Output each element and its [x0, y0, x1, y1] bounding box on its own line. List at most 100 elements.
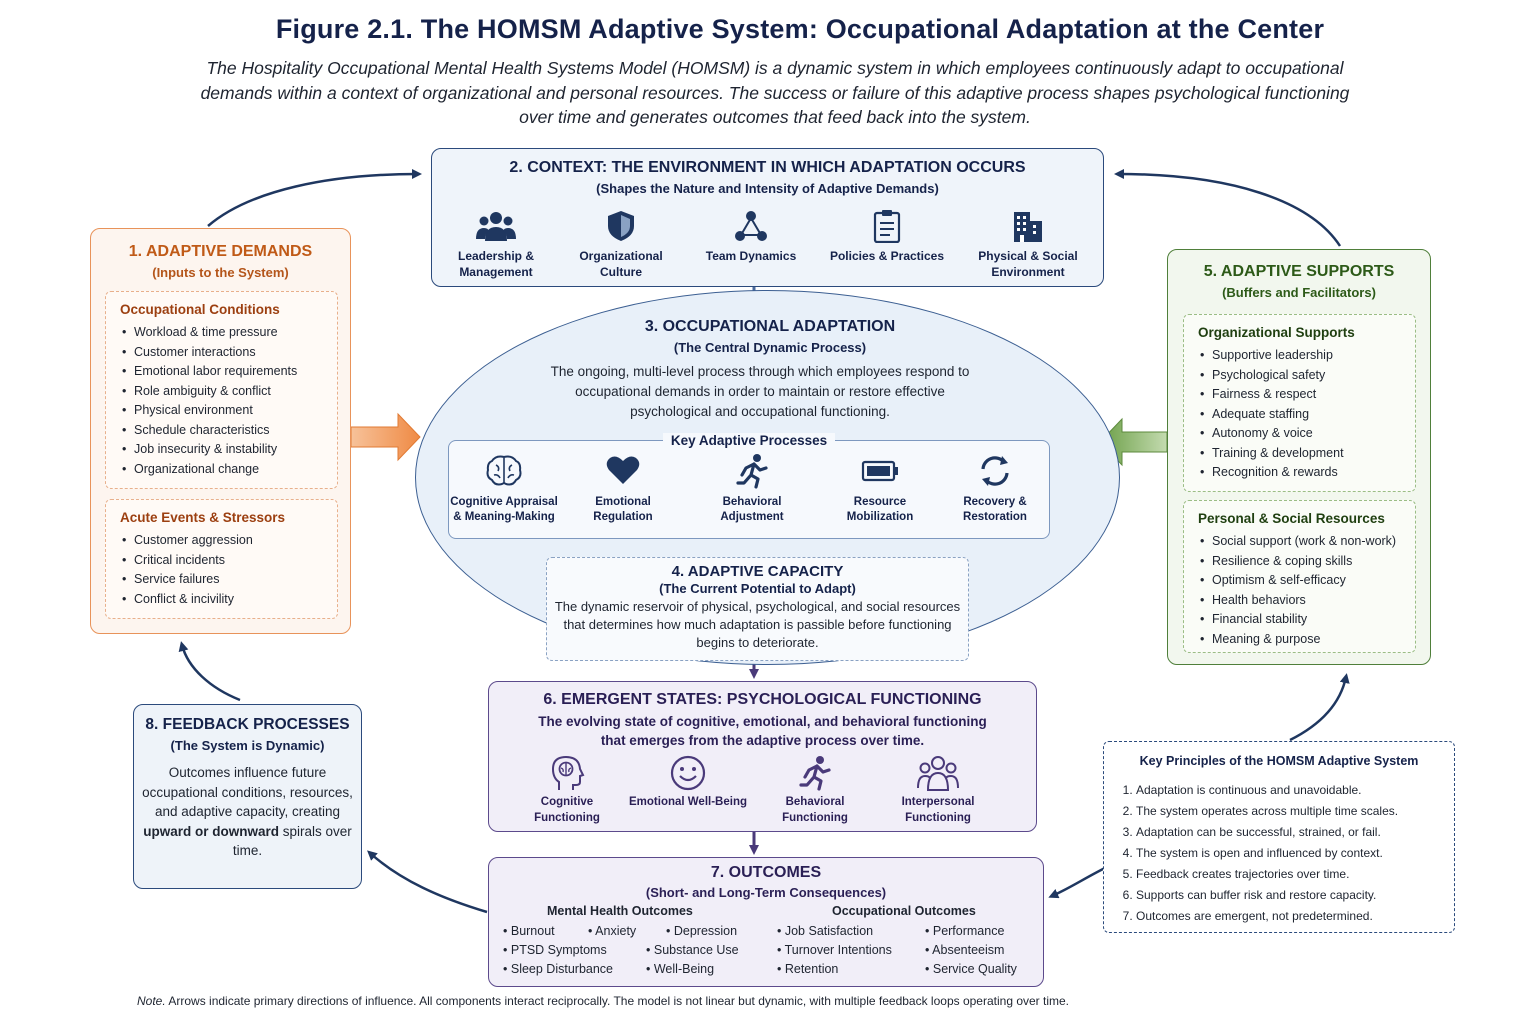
state-cognitive: Cognitive Functioning: [507, 754, 627, 826]
note-label: Note.: [137, 994, 166, 1008]
outcome-item: Well-Being: [646, 962, 714, 976]
arrow-outcomes-to-feedback: [367, 850, 488, 914]
emergent-states-title: 6. EMERGENT STATES: PSYCHOLOGICAL FUNCTI…: [543, 691, 982, 708]
arrow-principles-to-supports: [1289, 673, 1350, 742]
principle-item: The system is open and influenced by con…: [1136, 843, 1454, 864]
state-label: Emotional Well-Being: [629, 796, 747, 808]
principle-item: Feedback creates trajectories over time.: [1136, 864, 1454, 885]
smiley-icon: [628, 754, 748, 792]
occupational-conditions-panel: Occupational Conditions Workload & time …: [105, 291, 338, 489]
mental-health-outcomes-heading: Mental Health Outcomes: [547, 904, 693, 918]
adaptive-capacity-box: 4. ADAPTIVE CAPACITY (The Current Potent…: [546, 557, 969, 661]
principle-item: Supports can buffer risk and restore cap…: [1136, 885, 1454, 906]
outcomes-box: 7. OUTCOMES (Short- and Long-Term Conseq…: [488, 857, 1044, 987]
list-item: Resilience & coping skills: [1198, 552, 1415, 572]
feedback-processes-title: 8. FEEDBACK PROCESSES: [145, 716, 350, 733]
outcomes-title: 7. OUTCOMES: [710, 864, 822, 881]
building-icon: [968, 209, 1088, 243]
key-adaptive-processes-panel: Key Adaptive Processes Cognitive Apprais…: [445, 433, 1050, 539]
list-item: Customer interactions: [120, 343, 337, 363]
process-label: Emotional Regulation: [593, 496, 653, 523]
list-item: Schedule characteristics: [120, 421, 337, 441]
arrow-feedback-to-demands: [178, 641, 241, 702]
occupational-adaptation-description: The ongoing, multi-level process through…: [550, 364, 970, 419]
context-title: 2. CONTEXT: THE ENVIRONMENT IN WHICH ADA…: [509, 159, 1026, 176]
adaptive-supports-subtitle: (Buffers and Facilitators): [1222, 285, 1376, 300]
feedback-emphasis: upward or downward: [143, 823, 279, 839]
occupational-adaptation-subtitle: (The Central Dynamic Process): [673, 340, 867, 355]
process-behavioral-adjustment: Behavioral Adjustment: [693, 453, 811, 524]
state-label: Cognitive Functioning: [534, 796, 600, 824]
key-principles-title: Key Principles of the HOMSM Adaptive Sys…: [1139, 754, 1419, 768]
outcome-item: Job Satisfaction: [777, 924, 873, 938]
list-item: Adequate staffing: [1198, 405, 1415, 425]
list-item: Customer aggression: [120, 531, 337, 551]
adaptive-capacity-subtitle: (The Current Potential to Adapt): [659, 581, 856, 596]
context-item-label: Policies & Practices: [829, 249, 945, 263]
emergent-states-box: 6. EMERGENT STATES: PSYCHOLOGICAL FUNCTI…: [488, 681, 1037, 832]
feedback-text: spirals over time.: [232, 823, 352, 859]
state-label: Behavioral Functioning: [782, 796, 848, 824]
feedback-text: Outcomes influence future occupational c…: [142, 765, 353, 819]
personal-social-resources-panel: Personal & Social Resources Social suppo…: [1183, 500, 1416, 653]
outcome-item: Turnover Intentions: [777, 943, 892, 957]
context-item-label: Team Dynamics: [705, 249, 797, 263]
occupational-conditions-heading: Occupational Conditions: [120, 302, 280, 317]
adaptive-demands-title: 1. ADAPTIVE DEMANDS: [128, 243, 313, 260]
principle-item: Adaptation is continuous and unavoidable…: [1136, 780, 1454, 801]
list-item: Job insecurity & instability: [120, 440, 337, 460]
note-text: Arrows indicate primary directions of in…: [168, 994, 1070, 1008]
outcome-item: Performance: [925, 924, 1005, 938]
state-behavioral: Behavioral Functioning: [755, 754, 875, 826]
emergent-states-description: The evolving state of cognitive, emotion…: [538, 714, 987, 748]
list-item: Supportive leadership: [1198, 346, 1415, 366]
process-label: Resource Mobilization: [846, 496, 914, 523]
context-item-label: Leadership & Management: [457, 249, 535, 279]
clipboard-icon: [827, 209, 947, 244]
running-icon: [693, 453, 811, 489]
feedback-processes-box: 8. FEEDBACK PROCESSES (The System is Dyn…: [133, 704, 362, 889]
list-item: Recognition & rewards: [1198, 463, 1415, 483]
key-principles-box: Key Principles of the HOMSM Adaptive Sys…: [1103, 741, 1455, 933]
list-item: Autonomy & voice: [1198, 424, 1415, 444]
context-subtitle: (Shapes the Nature and Intensity of Adap…: [596, 181, 939, 196]
brain-icon: [445, 453, 563, 489]
state-interpersonal: Interpersonal Functioning: [878, 754, 998, 826]
occupational-outcomes-heading: Occupational Outcomes: [832, 904, 976, 918]
heart-icon: [564, 453, 682, 489]
acute-events-panel: Acute Events & Stressors Customer aggres…: [105, 499, 338, 619]
list-item: Optimism & self-efficacy: [1198, 571, 1415, 591]
figure-subtitle: The Hospitality Occupational Mental Heal…: [200, 58, 1350, 127]
personal-social-resources-heading: Personal & Social Resources: [1198, 511, 1385, 526]
adaptive-supports-box: 5. ADAPTIVE SUPPORTS (Buffers and Facili…: [1167, 249, 1431, 665]
adaptive-capacity-title: 4. ADAPTIVE CAPACITY: [671, 563, 844, 580]
network-icon: [691, 209, 811, 243]
list-item: Meaning & purpose: [1198, 630, 1415, 650]
people-icon: [878, 754, 998, 792]
list-item: Conflict & incivility: [120, 590, 337, 610]
figure-note: Note. Arrows indicate primary directions…: [137, 994, 1069, 1008]
context-item-label: Organizational Culture: [579, 249, 663, 279]
feedback-processes-subtitle: (The System is Dynamic): [170, 738, 325, 753]
key-adaptive-processes-heading: Key Adaptive Processes: [662, 433, 836, 448]
list-item: Health behaviors: [1198, 591, 1415, 611]
principle-item: The system operates across multiple time…: [1136, 801, 1454, 822]
context-item-culture: Organizational Culture: [561, 209, 681, 280]
organizational-supports-heading: Organizational Supports: [1198, 325, 1355, 340]
outcome-item: Absenteeism: [925, 943, 1004, 957]
adaptive-demands-subtitle: (Inputs to the System): [152, 265, 289, 280]
list-item: Critical incidents: [120, 551, 337, 571]
context-item-team: Team Dynamics: [691, 209, 811, 264]
process-label: Recovery & Restoration: [963, 496, 1027, 523]
outcome-item: Sleep Disturbance: [503, 962, 613, 976]
list-item: Social support (work & non-work): [1198, 532, 1415, 552]
acute-events-heading: Acute Events & Stressors: [120, 510, 286, 525]
arrow-demands-to-context: [207, 169, 422, 227]
arrow-supports-to-context: [1114, 169, 1342, 247]
state-emotional: Emotional Well-Being: [628, 754, 748, 811]
context-box: 2. CONTEXT: THE ENVIRONMENT IN WHICH ADA…: [431, 148, 1104, 287]
list-item: Financial stability: [1198, 610, 1415, 630]
arrow-principles-to-outcomes: [1048, 866, 1106, 899]
list-item: Role ambiguity & conflict: [120, 382, 337, 402]
